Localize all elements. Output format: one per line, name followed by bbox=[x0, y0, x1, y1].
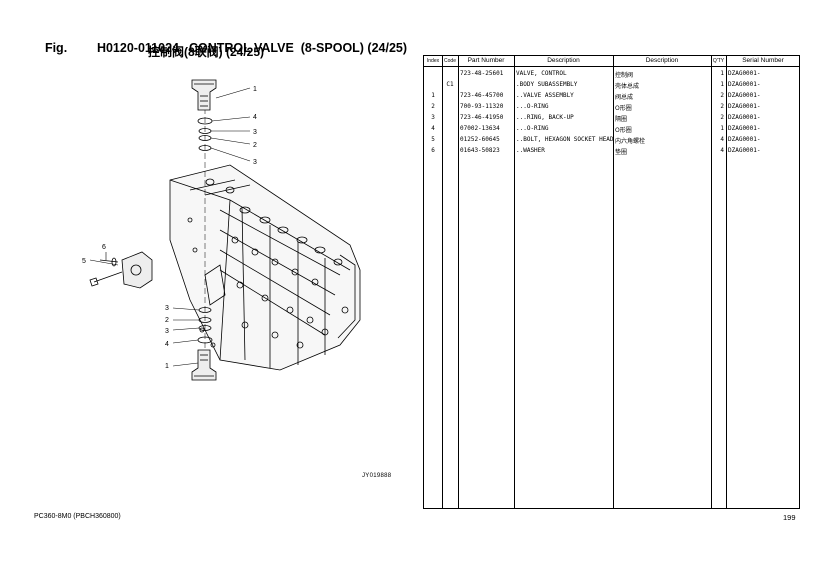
cell-serial: DZAG0001- bbox=[728, 114, 761, 121]
cell-part-number: 723-46-45700 bbox=[460, 92, 504, 99]
top-valve-assembly bbox=[191, 79, 217, 111]
cell-description-cn: 隔圈 bbox=[615, 116, 628, 123]
header-index: Index bbox=[426, 58, 440, 64]
cell-part-number: 700-93-11320 bbox=[460, 103, 504, 110]
figure-code: H0120-011024 bbox=[96, 41, 179, 55]
table-row: 4 07002-13634 ...O-RING O形圈 1 DZAG0001- bbox=[424, 123, 799, 134]
cell-serial: DZAG0001- bbox=[728, 136, 761, 143]
cell-index: 3 bbox=[431, 114, 435, 121]
callout: 3 bbox=[253, 129, 257, 136]
cell-description: VALVE, CONTROL bbox=[516, 70, 567, 77]
cell-qty: 1 bbox=[720, 70, 724, 77]
page-number: 199 bbox=[783, 513, 796, 522]
column-divider bbox=[711, 56, 712, 508]
callout: 3 bbox=[253, 159, 257, 166]
cell-qty: 4 bbox=[720, 147, 724, 154]
cell-description-cn: O形圈 bbox=[615, 127, 632, 134]
cell-serial: DZAG0001- bbox=[728, 81, 761, 88]
cell-description-cn: O形圈 bbox=[615, 105, 632, 112]
header-serial: Serial Number bbox=[742, 57, 784, 64]
cell-part-number: 01252-60645 bbox=[460, 136, 500, 143]
callout: 5 bbox=[82, 258, 86, 265]
cell-part-number: 723-48-25601 bbox=[460, 70, 504, 77]
cell-part-number: 07002-13634 bbox=[460, 125, 500, 132]
callout: 2 bbox=[165, 317, 169, 324]
cell-serial: DZAG0001- bbox=[728, 70, 761, 77]
leader-lines bbox=[89, 87, 251, 367]
cell-serial: DZAG0001- bbox=[728, 147, 761, 154]
table-row: 1 723-46-45700 ..VALVE ASSEMBLY 阀总成 2 DZ… bbox=[424, 90, 799, 101]
header-part-number: Part Number bbox=[467, 57, 505, 64]
cell-description: ..BOLT, HEXAGON SOCKET HEAD bbox=[516, 136, 613, 143]
callout: 2 bbox=[253, 142, 257, 149]
cell-index: 6 bbox=[431, 147, 435, 154]
header-description-cn: Description bbox=[645, 57, 679, 64]
cell-serial: DZAG0001- bbox=[728, 92, 761, 99]
cell-serial: DZAG0001- bbox=[728, 103, 761, 110]
callout: 4 bbox=[253, 114, 257, 121]
cell-description: ...O-RING bbox=[516, 103, 549, 110]
cell-index: 4 bbox=[431, 125, 435, 132]
header-description: Description bbox=[547, 57, 580, 64]
cell-qty: 1 bbox=[720, 81, 724, 88]
cell-qty: 2 bbox=[720, 92, 724, 99]
table-row: 723-48-25601 VALVE, CONTROL 控制阀 1 DZAG00… bbox=[424, 68, 799, 79]
figure-title-chinese: 控制阀(8联阀) (24/25) bbox=[148, 45, 265, 59]
table-row: 3 723-46-41950 ...RING, BACK-UP 隔圈 2 DZA… bbox=[424, 112, 799, 123]
cell-part-number: 723-46-41950 bbox=[460, 114, 504, 121]
column-divider bbox=[726, 56, 727, 508]
parts-table: Index Code Part Number Description Descr… bbox=[423, 55, 800, 509]
exploded-view-diagram: 1 4 3 2 3 6 5 3 2 3 4 1 bbox=[82, 79, 361, 381]
cell-index: 1 bbox=[431, 92, 435, 99]
cell-description-cn: 垫圈 bbox=[615, 149, 628, 156]
table-row: 2 700-93-11320 ...O-RING O形圈 2 DZAG0001- bbox=[424, 101, 799, 112]
table-row: C1 .BODY SUBASSEMBLY 壳体总成 1 DZAG0001- bbox=[424, 79, 799, 90]
column-divider bbox=[442, 56, 443, 508]
figure-title: CONTROL VALVE (8-SPOOL) (24/25) bbox=[188, 41, 408, 55]
model-footer: PC360-8M0 (PBCH360800) bbox=[34, 513, 121, 520]
header-qty: Q'TY bbox=[712, 58, 725, 64]
figure-label: Fig. bbox=[44, 41, 68, 55]
column-divider bbox=[514, 56, 515, 508]
callout-labels: 1 4 3 2 3 6 5 3 2 3 4 1 bbox=[82, 86, 257, 370]
side-cover-drawing bbox=[89, 251, 153, 289]
cell-description: ..VALVE ASSEMBLY bbox=[516, 92, 574, 99]
cell-index: 5 bbox=[431, 136, 435, 143]
cell-code: C1 bbox=[446, 81, 454, 88]
valve-block-ports bbox=[187, 178, 349, 349]
cell-description-cn: 控制阀 bbox=[615, 72, 634, 79]
bottom-valve-assembly bbox=[191, 349, 217, 381]
cell-index: 2 bbox=[431, 103, 435, 110]
column-divider bbox=[613, 56, 614, 508]
table-row: 5 01252-60645 ..BOLT, HEXAGON SOCKET HEA… bbox=[424, 134, 799, 145]
cell-description: ...RING, BACK-UP bbox=[516, 114, 574, 121]
callout: 3 bbox=[165, 305, 169, 312]
table-header: Index Code Part Number Description Descr… bbox=[424, 56, 799, 67]
callout: 1 bbox=[253, 86, 257, 93]
cell-qty: 2 bbox=[720, 114, 724, 121]
callout: 1 bbox=[165, 363, 169, 370]
table-row: 6 01643-50823 ..WASHER 垫圈 4 DZAG0001- bbox=[424, 145, 799, 156]
column-divider bbox=[458, 56, 459, 508]
header-code: Code bbox=[444, 58, 456, 64]
cell-description-cn: 阀总成 bbox=[615, 94, 634, 101]
cell-part-number: 01643-50823 bbox=[460, 147, 500, 154]
cell-description-cn: 内六角螺栓 bbox=[615, 138, 646, 145]
cell-qty: 2 bbox=[720, 103, 724, 110]
cell-qty: 1 bbox=[720, 125, 724, 132]
cell-qty: 4 bbox=[720, 136, 724, 143]
figure-header: Fig. H0120-011024 CONTROL VALVE (8-SPOOL) … bbox=[38, 27, 407, 55]
cell-description: .BODY SUBASSEMBLY bbox=[516, 81, 578, 88]
drawing-code: JY019888 bbox=[362, 473, 392, 479]
callout: 3 bbox=[165, 328, 169, 335]
cell-description: ..WASHER bbox=[516, 147, 545, 154]
callout: 4 bbox=[165, 341, 169, 348]
cell-description-cn: 壳体总成 bbox=[615, 83, 640, 90]
callout: 6 bbox=[102, 244, 106, 251]
cell-serial: DZAG0001- bbox=[728, 125, 761, 132]
cell-description: ...O-RING bbox=[516, 125, 549, 132]
